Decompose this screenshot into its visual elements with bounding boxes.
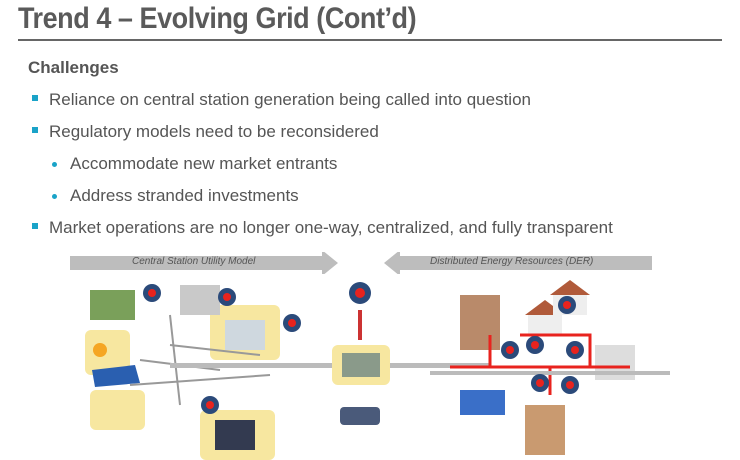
sub-bullet-item: Address stranded investments — [70, 186, 299, 205]
central-station-arrow: Central Station Utility Model — [70, 252, 340, 274]
grid-illustration — [85, 280, 670, 460]
der-graphic — [430, 280, 670, 455]
title-divider — [18, 39, 722, 41]
der-label: Distributed Energy Resources (DER) — [430, 256, 594, 267]
bullet-item: Reliance on central station generation b… — [49, 90, 531, 109]
bullet-item: Regulatory models need to be reconsidere… — [49, 122, 379, 141]
substation-graphic — [332, 282, 390, 425]
der-arrow: Distributed Energy Resources (DER) — [382, 252, 652, 274]
section-heading: Challenges — [28, 58, 119, 77]
sub-bullet-icon — [52, 194, 57, 199]
sub-bullet-item: Accommodate new market entrants — [70, 154, 338, 173]
sub-bullet-icon — [52, 162, 57, 167]
slide-title: Trend 4 – Evolving Grid (Cont’d) — [18, 2, 417, 35]
bullet-icon — [32, 223, 38, 229]
bullet-icon — [32, 95, 38, 101]
bullet-icon — [32, 127, 38, 133]
bullet-item: Market operations are no longer one-way,… — [49, 218, 613, 237]
central-station-graphic — [85, 284, 490, 460]
central-station-label: Central Station Utility Model — [132, 256, 256, 267]
